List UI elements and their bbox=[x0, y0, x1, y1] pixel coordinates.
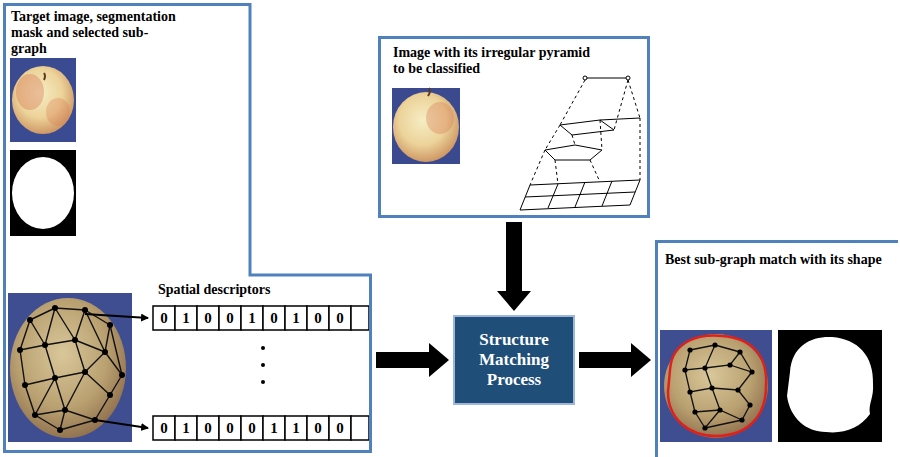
irregular-pyramid bbox=[520, 76, 640, 210]
panel-heading: Spatial descriptors bbox=[158, 282, 328, 298]
descriptor-bit: 0 bbox=[153, 416, 175, 440]
process-box: Structure Matching Process bbox=[453, 315, 575, 405]
query-apple bbox=[392, 88, 460, 164]
descriptor-bit: 0 bbox=[307, 416, 329, 440]
descriptor-bit: 0 bbox=[329, 306, 351, 330]
descriptor-bit: 0 bbox=[241, 416, 263, 440]
descriptor-bit: 0 bbox=[219, 416, 241, 440]
descriptor-bit: 0 bbox=[197, 306, 219, 330]
match-apple bbox=[660, 330, 772, 442]
panel-heading: Image with its irregular pyramid to be c… bbox=[393, 45, 598, 77]
block-arrow bbox=[579, 343, 651, 377]
descriptor-bit: 0 bbox=[329, 416, 351, 440]
match-mask bbox=[778, 330, 882, 442]
panel-heading: Best sub-graph match with its shape bbox=[665, 252, 885, 268]
panel-border bbox=[657, 242, 899, 457]
panel-border bbox=[5, 5, 371, 452]
descriptor-bit: 1 bbox=[175, 416, 197, 440]
descriptor-bit: 1 bbox=[285, 416, 307, 440]
block-arrow bbox=[497, 222, 531, 311]
target-apple bbox=[10, 58, 76, 142]
process-label: Structure Matching Process bbox=[461, 330, 567, 390]
l-shaped-outline bbox=[3, 3, 372, 453]
descriptor-cells bbox=[153, 306, 369, 440]
descriptor-bit: 1 bbox=[285, 306, 307, 330]
result-panel: Best sub-graph match with its shape bbox=[655, 240, 900, 457]
descriptor-bit: 0 bbox=[219, 306, 241, 330]
descriptor-bit: 1 bbox=[263, 416, 285, 440]
graph-apple bbox=[8, 293, 148, 442]
block-arrow bbox=[376, 343, 449, 377]
segmentation-mask bbox=[10, 150, 76, 236]
open-outline bbox=[655, 240, 900, 457]
panel-heading: Target image, segmentation mask and sele… bbox=[11, 9, 179, 57]
query-panel: Image with its irregular pyramid to be c… bbox=[378, 36, 650, 218]
target-panel: Target image, segmentation mask and sele… bbox=[3, 3, 372, 453]
descriptor-bit: 0 bbox=[197, 416, 219, 440]
ellipsis-dots bbox=[261, 346, 265, 384]
descriptor-bit: 1 bbox=[241, 306, 263, 330]
descriptor-bit: 0 bbox=[153, 306, 175, 330]
descriptor-bit: 0 bbox=[307, 306, 329, 330]
descriptor-bit: 0 bbox=[263, 306, 285, 330]
descriptor-bit: 1 bbox=[175, 306, 197, 330]
